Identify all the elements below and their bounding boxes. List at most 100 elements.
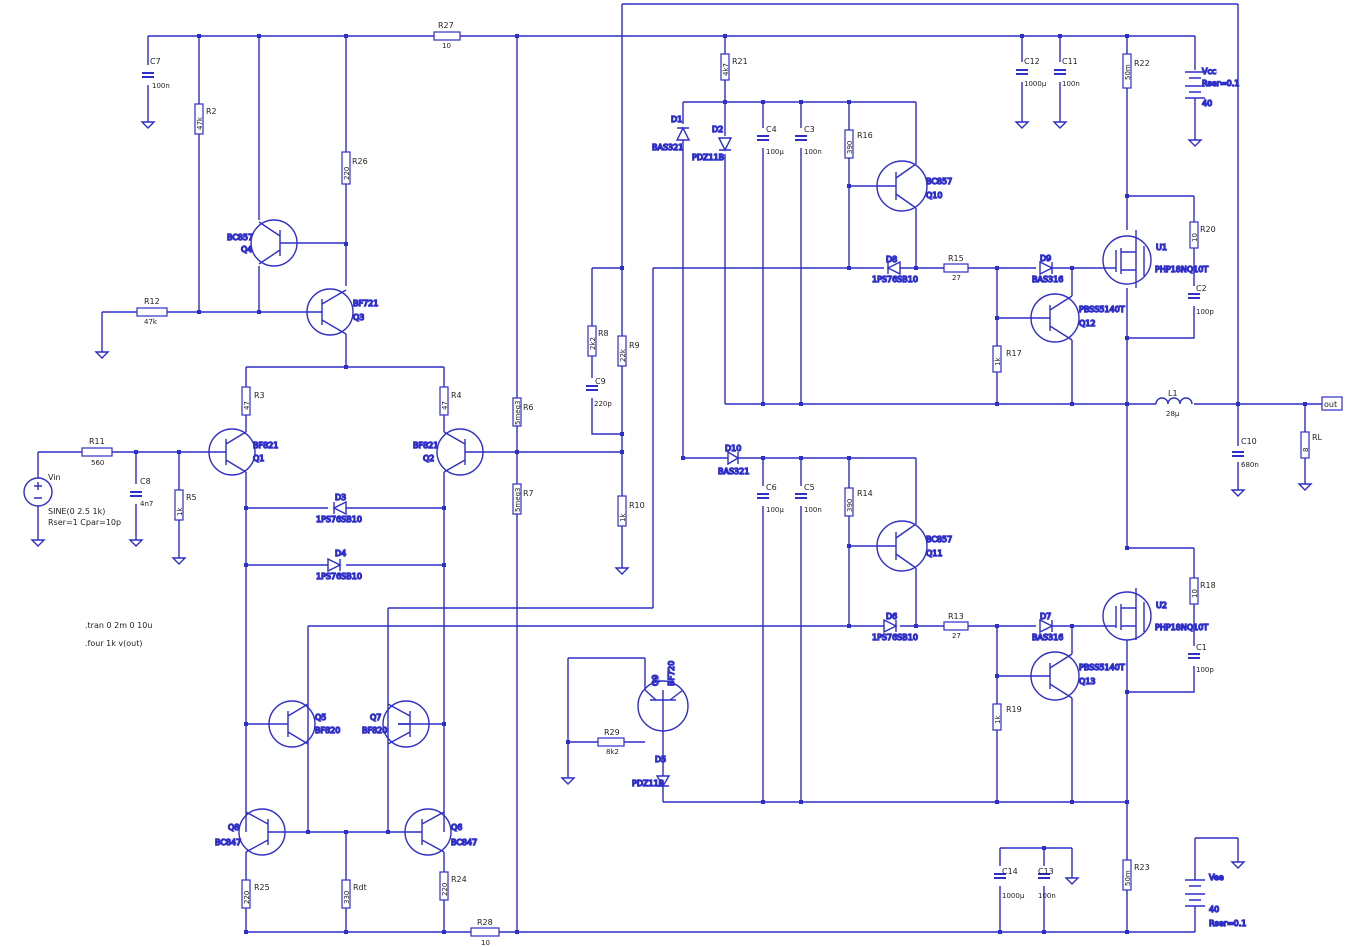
svg-text:D10: D10: [725, 444, 741, 453]
svg-text:C9: C9: [595, 377, 606, 386]
svg-text:BF820: BF820: [362, 726, 387, 735]
ground-symbol: [1014, 121, 1030, 129]
svg-text:R15: R15: [948, 254, 964, 263]
svg-text:560: 560: [91, 459, 104, 467]
svg-text:Q8: Q8: [228, 823, 239, 832]
svg-text:10: 10: [1191, 589, 1199, 598]
svg-text:R23: R23: [1134, 863, 1150, 872]
ground-symbol: [140, 121, 156, 129]
svg-text:PDZ11B: PDZ11B: [692, 153, 724, 162]
capacitor-c9: C9 220p: [586, 377, 612, 408]
svg-text:220: 220: [343, 167, 351, 180]
svg-text:50m: 50m: [1124, 64, 1132, 80]
svg-text:U1: U1: [1156, 243, 1167, 252]
grounds: [30, 121, 1313, 885]
svg-text:Rser=0.1: Rser=0.1: [1209, 919, 1246, 928]
svg-text:BF721: BF721: [353, 299, 378, 308]
inductor-l1: L1 28µ: [1155, 389, 1193, 418]
svg-text:220p: 220p: [594, 400, 612, 408]
svg-text:C1: C1: [1196, 643, 1207, 652]
svg-text:BAS316: BAS316: [1032, 275, 1063, 284]
svg-text:R24: R24: [451, 875, 467, 884]
svg-text:BC857: BC857: [926, 177, 952, 186]
ground-symbol: [1230, 861, 1246, 869]
ground-symbol: [30, 539, 46, 547]
svg-text:1000µ: 1000µ: [1002, 892, 1025, 900]
svg-text:R16: R16: [857, 131, 873, 140]
svg-text:Rdt: Rdt: [353, 883, 367, 892]
svg-text:R8: R8: [598, 329, 609, 338]
svg-text:D9: D9: [1040, 254, 1051, 263]
svg-text:R13: R13: [948, 612, 964, 621]
svg-text:330: 330: [343, 891, 351, 904]
svg-text:5meg3: 5meg3: [514, 488, 522, 512]
svg-text:BAS321: BAS321: [652, 143, 683, 152]
svg-text:50m: 50m: [1124, 870, 1132, 886]
svg-text:390: 390: [846, 141, 854, 154]
svg-text:Q2: Q2: [423, 454, 434, 463]
ground-symbol: [560, 777, 576, 785]
svg-text:4k7: 4k7: [722, 63, 730, 76]
svg-text:2k2: 2k2: [589, 337, 597, 350]
four-directive: .four 1k v(out): [85, 639, 143, 648]
svg-text:100n: 100n: [152, 82, 170, 90]
svg-text:100µ: 100µ: [766, 148, 784, 156]
ground-symbol: [1052, 121, 1068, 129]
svg-text:C12: C12: [1024, 57, 1040, 66]
svg-text:Q11: Q11: [926, 549, 942, 558]
svg-text:R4: R4: [451, 391, 462, 400]
svg-text:D4: D4: [335, 549, 346, 558]
svg-text:Vin: Vin: [48, 473, 61, 482]
svg-text:R7: R7: [523, 489, 534, 498]
svg-text:100p: 100p: [1196, 308, 1214, 316]
svg-text:1k: 1k: [994, 715, 1002, 724]
svg-text:R19: R19: [1006, 705, 1022, 714]
svg-text:C4: C4: [766, 125, 777, 134]
svg-text:C2: C2: [1196, 284, 1207, 293]
svg-text:Q7: Q7: [370, 713, 381, 722]
svg-text:Q13: Q13: [1079, 677, 1095, 686]
svg-text:BF720: BF720: [667, 661, 676, 686]
svg-text:BF820: BF820: [315, 726, 340, 735]
svg-text:Q3: Q3: [353, 313, 364, 322]
svg-text:100n: 100n: [1038, 892, 1056, 900]
svg-text:D8: D8: [886, 255, 897, 264]
svg-text:Q4: Q4: [241, 245, 252, 254]
capacitor-c2: C2 100p: [1188, 284, 1214, 316]
svg-text:100µ: 100µ: [766, 506, 784, 514]
svg-text:Vee: Vee: [1209, 873, 1224, 882]
svg-text:Rser=0.1: Rser=0.1: [1202, 79, 1239, 88]
svg-text:40: 40: [1202, 99, 1212, 108]
svg-text:Q10: Q10: [926, 191, 942, 200]
svg-text:27: 27: [952, 274, 961, 282]
voltage-source-vin: Vin SINE(0 2.5 1k) Rser=1 Cpar=10p: [23, 473, 121, 527]
svg-text:1PS76SB10: 1PS76SB10: [872, 633, 918, 642]
svg-text:BC857: BC857: [227, 233, 253, 242]
svg-text:BC847: BC847: [215, 838, 241, 847]
